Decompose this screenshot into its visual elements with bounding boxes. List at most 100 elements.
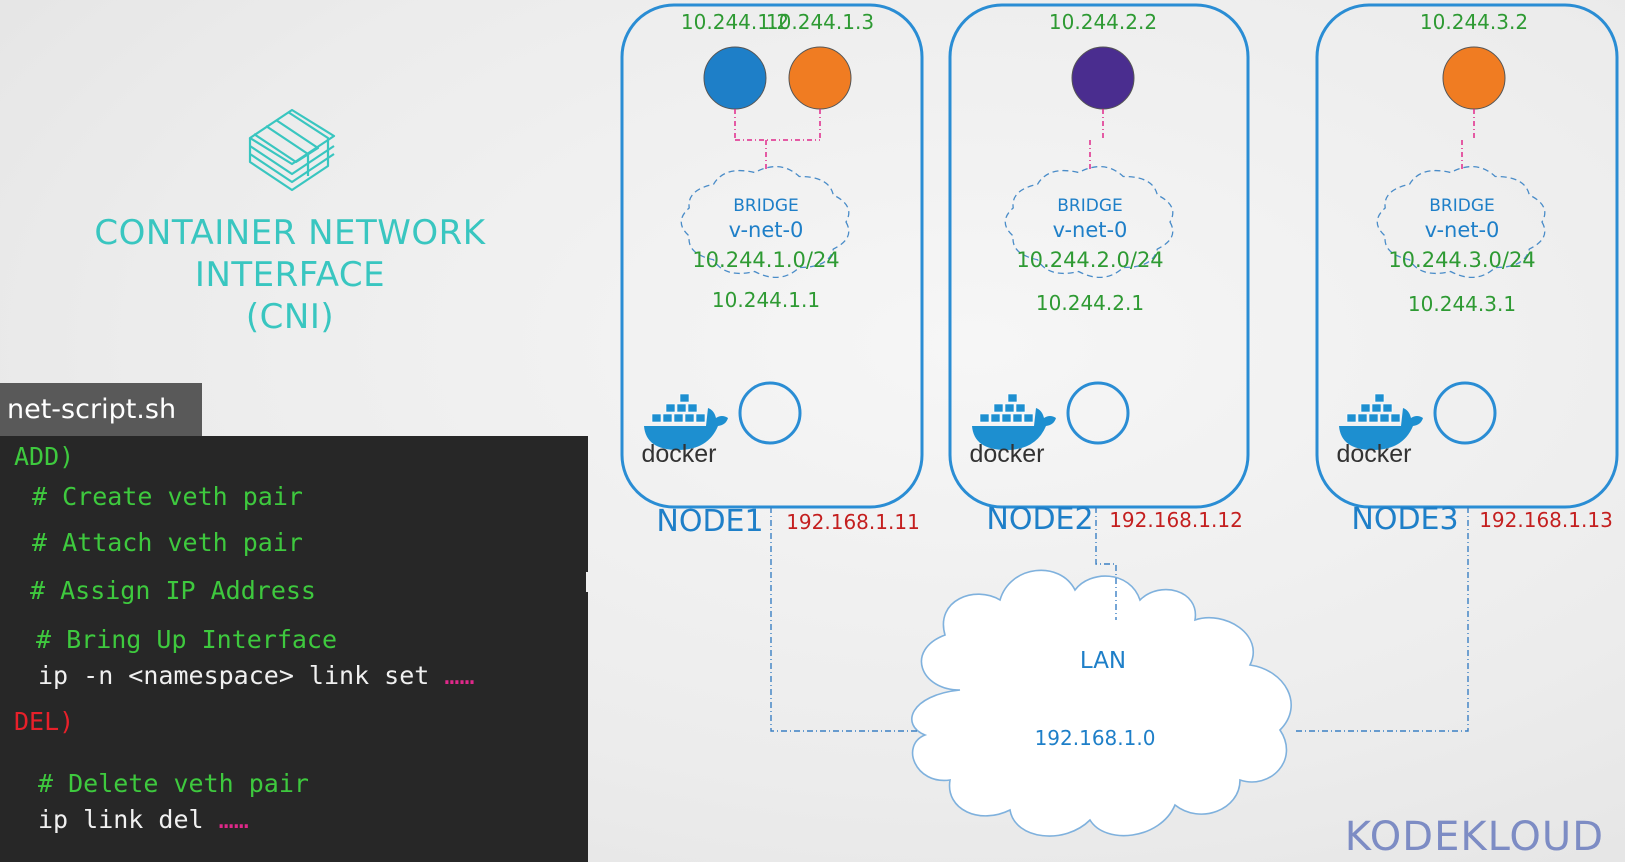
code-cmd-dots: …… [218, 805, 249, 834]
docker-container [665, 403, 676, 413]
code-line: # Delete veth pair [38, 769, 309, 798]
docker-container [1374, 393, 1385, 403]
bridge-gateway: 10.244.1.1 [712, 288, 820, 312]
node-box [1315, 3, 1619, 509]
pod-circle [788, 46, 852, 110]
node-2 [948, 3, 1250, 509]
docker-label: docker [1336, 440, 1411, 468]
cni-logo-icon [248, 108, 336, 192]
cni-title-line1: CONTAINER NETWORK INTERFACE [94, 213, 486, 295]
docker-container [651, 413, 662, 423]
code-gap [586, 572, 590, 592]
node3-uplink [1294, 507, 1469, 732]
node-interface-icon [738, 381, 802, 445]
docker-container [1001, 413, 1012, 423]
docker-container [993, 403, 1004, 413]
lan-cloud [911, 569, 1292, 837]
code-panel: ADD) # Create veth pair # Attach veth pa… [0, 436, 590, 862]
pod-circle [1442, 46, 1506, 110]
pod-ip-label: 10.244.1.3 [766, 10, 874, 34]
bridge-gateway: 10.244.2.1 [1036, 291, 1144, 315]
code-cmd-text: ip link del [38, 805, 204, 834]
docker-container [673, 413, 684, 423]
node-ip: 192.168.1.12 [1109, 508, 1243, 532]
bridge-gateway: 10.244.3.1 [1408, 292, 1516, 316]
code-clip [0, 556, 588, 574]
docker-container [1023, 413, 1034, 423]
node-box [620, 3, 924, 509]
docker-container [1360, 403, 1371, 413]
docker-container [1004, 403, 1015, 413]
docker-container [979, 413, 990, 423]
docker-container [1379, 413, 1390, 423]
node2-uplink [1095, 507, 1117, 620]
node-name: NODE3 [1351, 502, 1458, 537]
docker-icon [644, 393, 728, 450]
docker-container [1015, 403, 1026, 413]
node-interface-icon [1433, 381, 1497, 445]
pod-ip-label: 10.244.2.2 [1049, 10, 1157, 34]
docker-container [1390, 413, 1401, 423]
docker-whale [644, 408, 728, 450]
bridge-cloud [680, 166, 850, 278]
docker-label: docker [641, 440, 716, 468]
docker-whale [972, 408, 1056, 450]
code-cmd-dots: …… [444, 661, 475, 690]
bridge-label: BRIDGE [733, 196, 799, 216]
lan-label: LAN [1080, 648, 1126, 674]
docker-container [1357, 413, 1368, 423]
code-del-label: DEL) [14, 707, 75, 736]
node-ip: 192.168.1.11 [786, 510, 920, 534]
bridge-name: v-net-0 [729, 218, 804, 242]
docker-whale [1339, 408, 1423, 450]
node-name: NODE1 [656, 504, 763, 539]
docker-container [990, 413, 1001, 423]
pod-ip-label: 10.244.1.2 [681, 10, 789, 34]
docker-container [687, 403, 698, 413]
pod-circle [1071, 46, 1135, 110]
bridge-label: BRIDGE [1429, 196, 1495, 216]
docker-container [684, 413, 695, 423]
node-3 [1315, 3, 1619, 509]
cni-title-line2: (CNI) [245, 297, 335, 337]
docker-container [1012, 413, 1023, 423]
docker-container [679, 393, 690, 403]
code-line: # Bring Up Interface [36, 625, 338, 654]
bridge-cloud [1004, 166, 1174, 278]
node-box [948, 3, 1250, 509]
bridge-name: v-net-0 [1053, 218, 1128, 242]
docker-container [1382, 403, 1393, 413]
pod-ip-label: 10.244.3.2 [1420, 10, 1528, 34]
pod-circle [703, 46, 767, 110]
code-cmd-text: ip -n <namespace> link set [38, 661, 430, 690]
docker-container [695, 413, 706, 423]
node1-uplink [770, 507, 918, 732]
code-cmd: ip link del …… [38, 805, 249, 834]
code-line: # Create veth pair [32, 482, 303, 511]
docker-icon [972, 393, 1056, 450]
code-add-label: ADD) [14, 442, 75, 471]
code-cmd: ip -n <namespace> link set …… [38, 661, 475, 690]
docker-container [676, 403, 687, 413]
bridge-label: BRIDGE [1057, 196, 1123, 216]
node-1 [620, 3, 924, 509]
docker-container [1007, 393, 1018, 403]
bridge-subnet: 10.244.2.0/24 [1016, 248, 1163, 272]
node-interface-icon [1066, 381, 1130, 445]
cni-title: CONTAINER NETWORK INTERFACE (CNI) [0, 212, 580, 338]
docker-container [1346, 413, 1357, 423]
bridge-cloud [1376, 166, 1546, 278]
kodekloud-logo: KODEKLOUD [1345, 814, 1604, 860]
docker-icon [1339, 393, 1423, 450]
node-name: NODE2 [986, 502, 1093, 537]
bridge-subnet: 10.244.3.0/24 [1388, 248, 1535, 272]
docker-container [662, 413, 673, 423]
bridge-name: v-net-0 [1425, 218, 1500, 242]
node-ip: 192.168.1.13 [1479, 508, 1613, 532]
lan-ip: 192.168.1.0 [1035, 726, 1156, 750]
script-tab[interactable]: net-script.sh [0, 383, 202, 436]
docker-label: docker [969, 440, 1044, 468]
docker-container [1371, 403, 1382, 413]
docker-container [1368, 413, 1379, 423]
code-line: # Attach veth pair [32, 528, 303, 557]
